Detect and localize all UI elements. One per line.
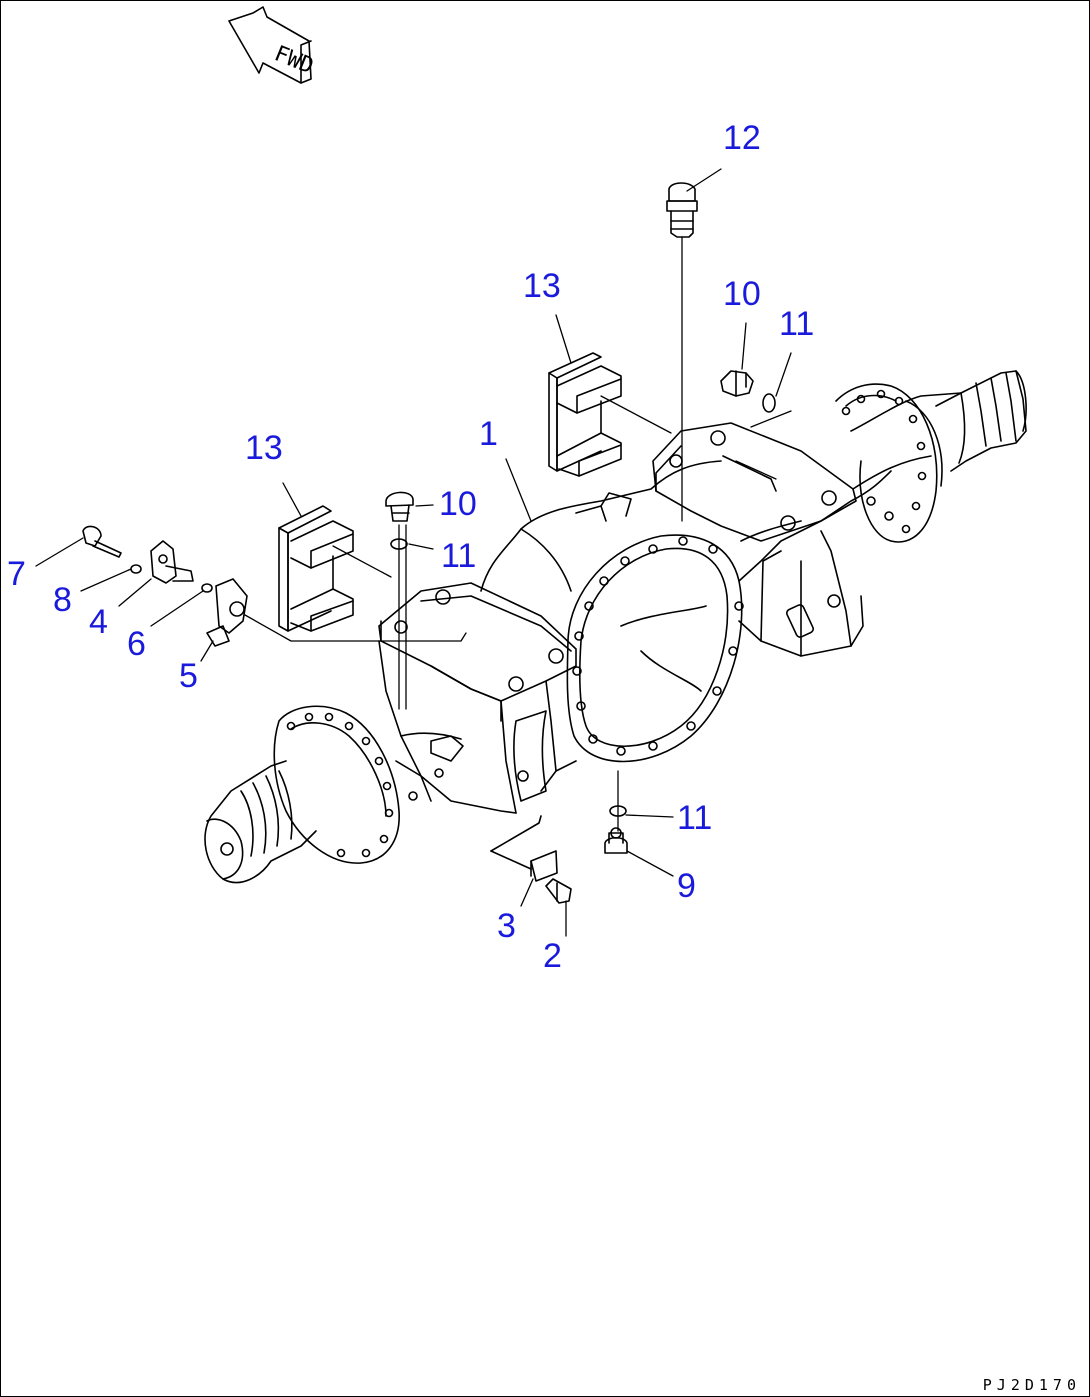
- callout-10-upper[interactable]: 10: [723, 275, 761, 313]
- part-7-bolt: [82, 525, 122, 558]
- callout-12[interactable]: 12: [723, 119, 761, 157]
- callout-2[interactable]: 2: [543, 937, 562, 975]
- callout-3[interactable]: 3: [497, 907, 516, 945]
- callout-11-lower[interactable]: 11: [677, 799, 713, 837]
- fwd-arrow-icon: FWD: [228, 6, 317, 84]
- callout-7[interactable]: 7: [7, 555, 26, 593]
- left-hub-bolt-holes: [286, 712, 394, 858]
- callout-4[interactable]: 4: [89, 603, 108, 641]
- drawing-code: PJ2D170: [982, 1376, 1081, 1394]
- part-8-washer: [130, 564, 142, 574]
- callout-13-lower[interactable]: 13: [245, 429, 283, 467]
- part-13-right-bumper: [548, 352, 622, 477]
- part-2-bolt: [545, 878, 572, 904]
- bracket-line: [490, 815, 542, 852]
- callout-13-upper[interactable]: 13: [523, 267, 561, 305]
- part-13-left-bumper: [278, 505, 354, 632]
- callout-5[interactable]: 5: [179, 657, 198, 695]
- leader-lines: [35, 168, 792, 937]
- callout-10-lower[interactable]: 10: [439, 485, 477, 523]
- part-3-bracket: [530, 850, 558, 882]
- callout-8[interactable]: 8: [53, 581, 72, 619]
- right-hub-bolt-holes: [841, 389, 927, 534]
- callout-1[interactable]: 1: [479, 415, 498, 453]
- callout-11-upper[interactable]: 11: [779, 305, 815, 343]
- axle-housing: [204, 370, 1027, 884]
- flange-bolt-holes: [572, 536, 744, 756]
- callout-9[interactable]: 9: [677, 867, 696, 905]
- part-10-plug-left: [385, 491, 414, 522]
- part-10-plug-right: [720, 370, 754, 397]
- part-12-breather: [666, 182, 698, 238]
- bracket-line: [490, 850, 532, 870]
- part-9-plug: [604, 827, 628, 854]
- callout-6[interactable]: 6: [127, 625, 146, 663]
- part-4-joint: [150, 540, 194, 584]
- part-5-elbow: [206, 578, 248, 647]
- callout-11-middle[interactable]: 11: [441, 537, 477, 575]
- part-11-oring-right: [762, 393, 776, 413]
- part-6-gasket: [201, 583, 213, 593]
